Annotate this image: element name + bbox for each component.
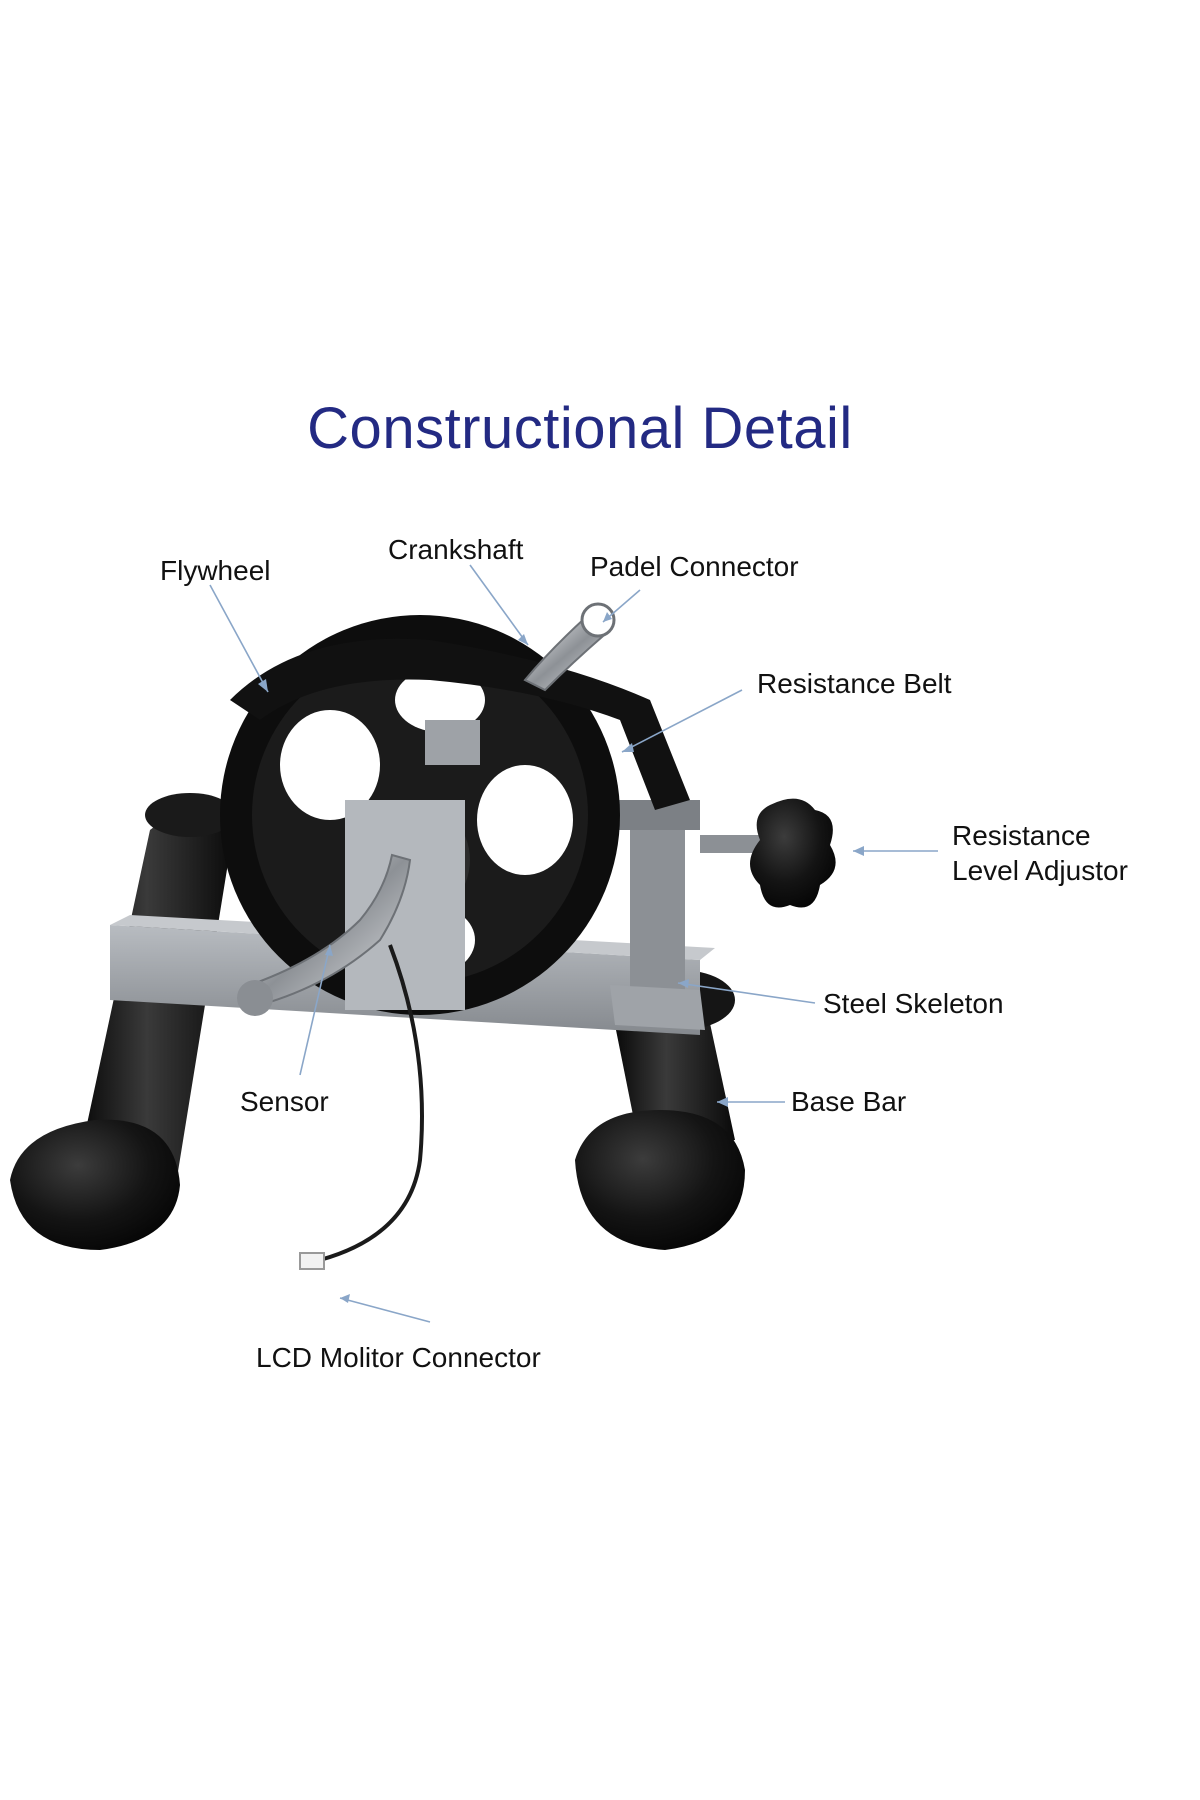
left-base-tube (10, 793, 235, 1250)
diagram-title: Constructional Detail (307, 396, 853, 461)
label-resistance-level-adjustor-line1: Resistance (952, 820, 1091, 851)
crankshaft-leader (469, 564, 529, 646)
resistance-belt (230, 638, 690, 810)
sensor-bracket (345, 720, 480, 1010)
label-crankshaft: Crankshaft (388, 534, 524, 565)
label-flywheel: Flywheel (160, 555, 271, 586)
label-resistance-belt: Resistance Belt (757, 668, 952, 699)
lcd-connector-leader (339, 1297, 431, 1323)
label-resistance-level-adjustor-line2: Level Adjustor (952, 855, 1128, 886)
label-lcd-connector: LCD Molitor Connector (256, 1342, 541, 1373)
lcd-connector-plug (299, 1252, 325, 1270)
flywheel-leader (209, 584, 269, 693)
leader-arrowheads (258, 612, 864, 1303)
crankshaft (237, 602, 616, 1016)
resistance-knob (700, 798, 836, 908)
sensor-leader (299, 944, 331, 1076)
label-steel-skeleton: Steel Skeleton (823, 988, 1004, 1019)
leader-lines (209, 564, 938, 1323)
resistance-belt-leader (621, 689, 743, 753)
label-sensor: Sensor (240, 1086, 329, 1117)
right-base-tube (575, 970, 745, 1250)
label-padel-connector: Padel Connector (590, 551, 799, 582)
steel-skeleton-leader (677, 982, 816, 1004)
lcd-cable (299, 944, 424, 1270)
label-base-bar: Base Bar (791, 1086, 907, 1117)
